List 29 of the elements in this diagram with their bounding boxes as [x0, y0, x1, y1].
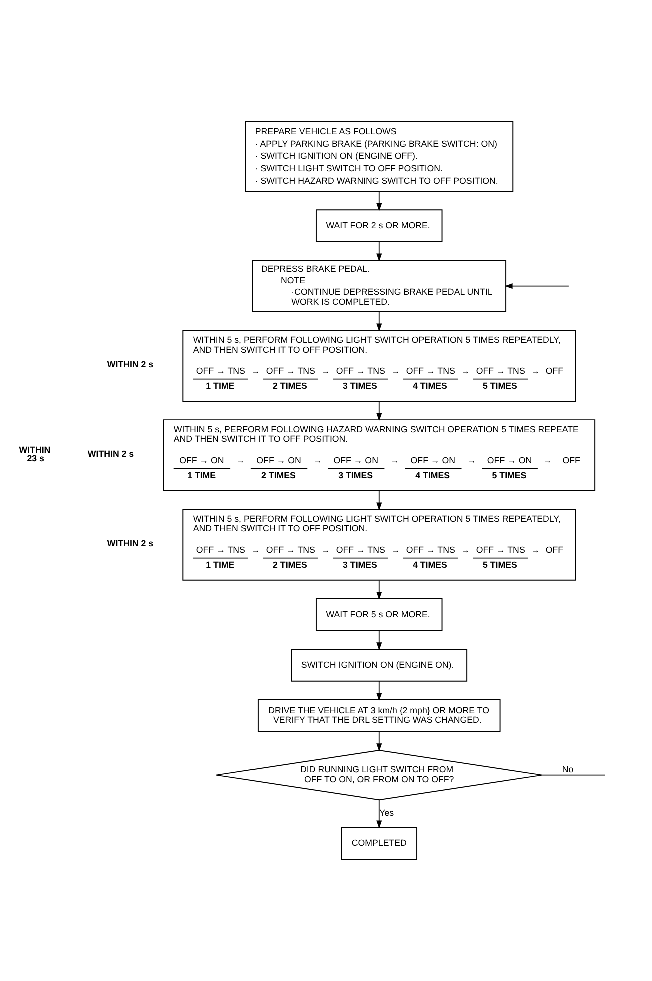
- node-box: WITHIN 5 s, PERFORM FOLLOWING LIGHT SWITCH OPERATION 5 TIMES REPEATEDLY, AND THEN SWITCH IT TO OFF POSITION. OFF → TNS → OFF → TNS → OFF → TNS → OFF → TNS → OFF → TNS → OFF 1 TIME 2 TIMES 3 TIMES 4 TIMES 5 TIMES: [182, 330, 576, 402]
- arrow: [376, 630, 382, 651]
- label: WITHIN 2 s: [88, 448, 134, 459]
- node-box: WITHIN 5 s, PERFORM FOLLOWING HAZARD WARNING SWITCH OPERATION 5 TIMES REPEATE AND THEN SWITCH IT TO OFF POSITION. OFF → ON → OFF → ON → OFF → ON → OFF → ON → OFF → ON → OFF 1 TIME 2 TIMES 3 TIMES 4 TIMES 5 TIMES: [163, 420, 596, 492]
- node-box: DEPRESS BRAKE PEDAL. NOTE ·CONTINUE DEPRESSING BRAKE PEDAL UNTIL WORK IS COMPLETED.: [252, 260, 507, 312]
- arrow: [376, 242, 382, 262]
- arrow: [376, 312, 382, 332]
- label: WITHIN 23 s: [19, 444, 51, 464]
- arrow: [376, 191, 382, 212]
- node-box: WITHIN 5 s, PERFORM FOLLOWING LIGHT SWITCH OPERATION 5 TIMES REPEATEDLY, AND THEN SWITCH IT TO OFF POSITION. OFF → TNS → OFF → TNS → OFF → TNS → OFF → TNS → OFF → TNS → OFF 1 TIME 2 TIMES 3 TIMES 4 TIMES 5 TIMES: [182, 509, 576, 581]
- node-box: COMPLETED: [341, 827, 418, 860]
- node-box: SWITCH IGNITION ON (ENGINE ON).: [291, 649, 468, 682]
- node-box: WAIT FOR 5 s OR MORE.: [316, 598, 443, 632]
- label: WITHIN 2 s: [107, 538, 154, 548]
- node-box: PREPARE VEHICLE AS FOLLOWS · APPLY PARKING BRAKE (PARKING BRAKE SWITCH: ON) · SWITCH IGNITION ON (ENGINE OFF). · SWITCH LIGHT SWITCH TO OFF POSITION. · SWITCH HAZARD WARNING SWITCH TO OFF POSITION.: [245, 121, 514, 192]
- node-box: WAIT FOR 2 s OR MORE.: [316, 210, 443, 242]
- arrow: [376, 732, 382, 752]
- label: WITHIN 2 s: [107, 359, 154, 370]
- node-box: DRIVE THE VEHICLE AT 3 km/h {2 mph} OR MORE TO VERIFY THAT THE DRL SETTING WAS CHANGED.: [258, 700, 501, 732]
- node-diamond: DID RUNNING LIGHT SWITCH FROM OFF TO ON, OR FROM ON TO OFF?: [216, 750, 543, 801]
- arrow: [376, 800, 382, 829]
- arrow: [504, 284, 570, 290]
- arrow: [376, 401, 382, 422]
- arrow: [376, 580, 382, 600]
- connector: [542, 774, 606, 776]
- arrow: [376, 681, 382, 702]
- arrow: [376, 490, 382, 511]
- edge-label: No: [562, 764, 574, 775]
- edge-label: Yes: [380, 808, 394, 818]
